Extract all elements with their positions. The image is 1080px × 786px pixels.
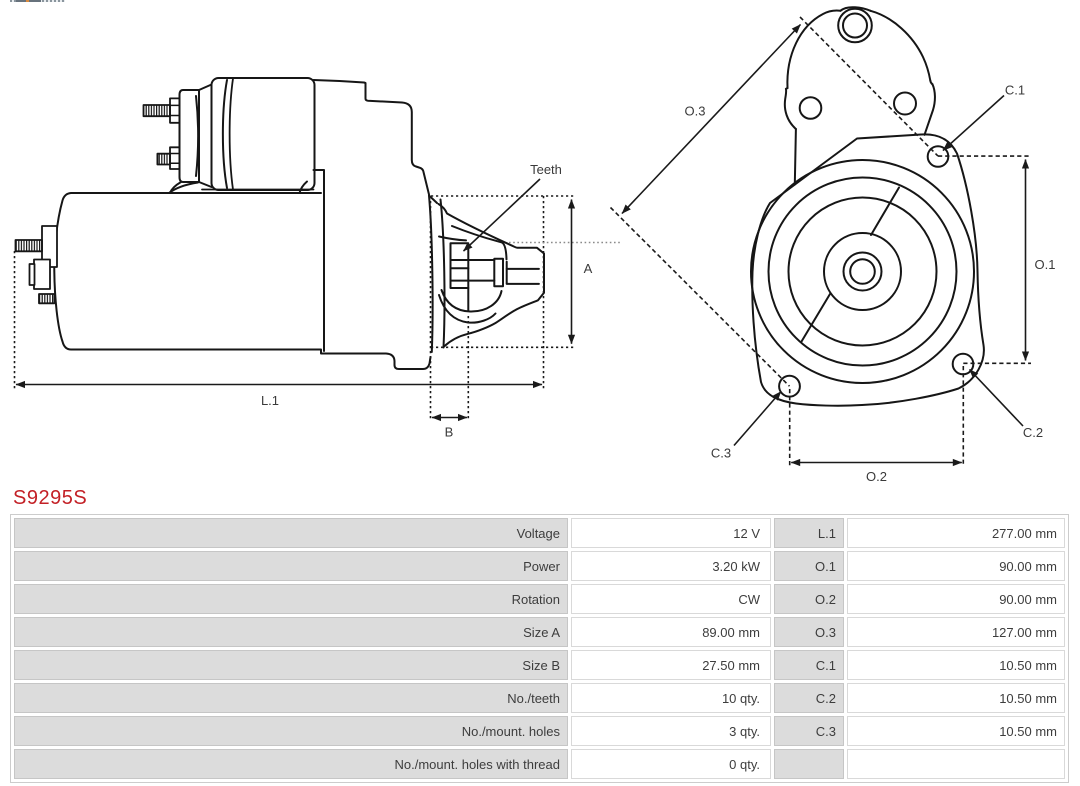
svg-text:Teeth: Teeth: [530, 162, 562, 177]
svg-text:B: B: [445, 425, 454, 440]
svg-text:O.1: O.1: [1035, 257, 1056, 272]
svg-text:A: A: [584, 261, 593, 276]
svg-text:L.1: L.1: [261, 393, 279, 408]
svg-text:O.3: O.3: [685, 104, 706, 119]
svg-text:C.2: C.2: [1023, 425, 1043, 440]
svg-text:C.1: C.1: [1005, 83, 1025, 98]
svg-text:C.3: C.3: [711, 446, 731, 461]
svg-text:O.2: O.2: [866, 469, 887, 484]
